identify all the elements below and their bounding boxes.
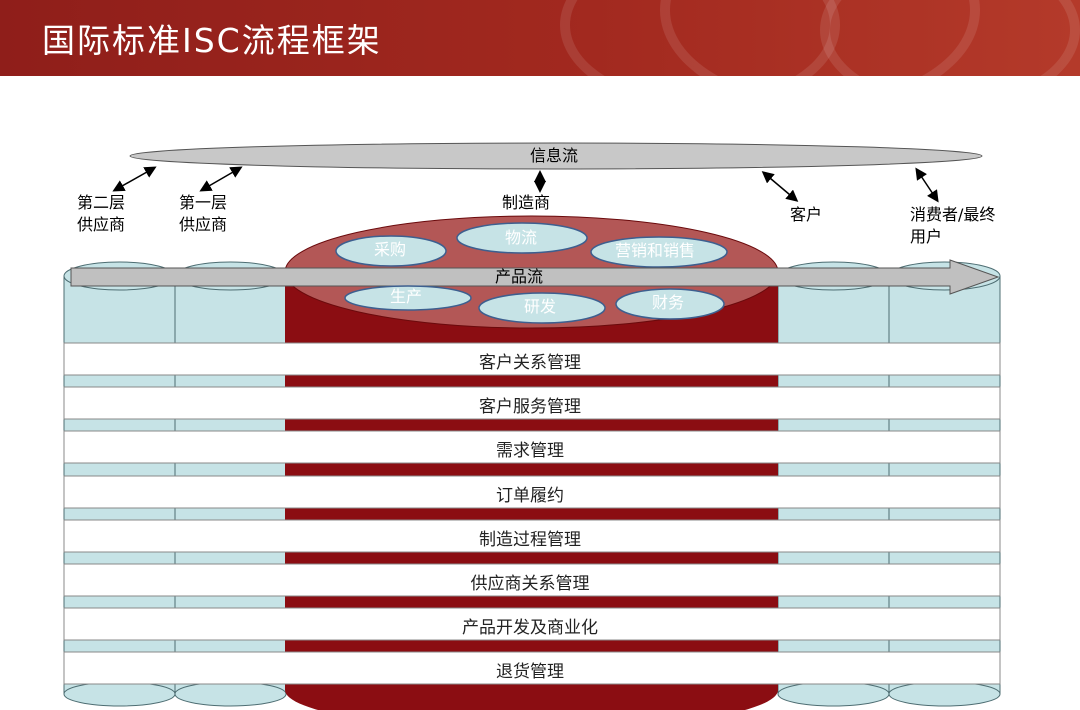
function-ellipses-bottom: [344, 285, 725, 324]
flow-arrows: [112, 166, 939, 203]
process-label: 产品开发及商业化: [462, 618, 598, 637]
function-finance: [615, 288, 725, 320]
process-label: 订单履约: [496, 486, 564, 505]
page-title: 国际标准ISC流程框架: [42, 21, 382, 60]
tier2-supplier-label: 第二层 供应商: [77, 193, 126, 234]
header-banner: 国际标准ISC流程框架: [0, 0, 1080, 76]
end-user-label: 消费者/最终 用户: [910, 205, 996, 246]
customer-label: 客户: [790, 205, 823, 224]
function-ellipses-top: [335, 222, 728, 268]
product-flow-label: 产品流: [495, 267, 544, 286]
function-label-finance: 财务: [652, 295, 685, 312]
info-flow-label: 信息流: [530, 146, 579, 165]
function-label-marketing-sales: 营销和销售: [615, 243, 696, 260]
function-marketing-sales: [590, 236, 728, 268]
process-label: 需求管理: [496, 441, 564, 460]
function-rnd: [478, 292, 606, 324]
process-label: 供应商关系管理: [470, 574, 590, 593]
function-label-procurement: 采购: [374, 242, 407, 259]
function-label-logistics: 物流: [505, 230, 538, 247]
function-logistics: [456, 222, 588, 254]
process-bands: [63, 342, 1001, 685]
process-label: 客户关系管理: [479, 353, 581, 372]
product-flow-arrow: [70, 259, 1000, 295]
tier1-supplier-label: 第一层 供应商: [179, 193, 228, 234]
function-label-production: 生产: [390, 289, 423, 306]
process-label: 制造过程管理: [479, 530, 581, 549]
process-label: 退货管理: [496, 662, 564, 681]
manufacturer-label: 制造商: [502, 193, 551, 212]
function-label-rnd: 研发: [524, 299, 557, 316]
function-production: [344, 285, 472, 311]
process-label: 客户服务管理: [479, 397, 581, 416]
info-flow-ellipse: [129, 142, 983, 170]
function-procurement: [335, 235, 447, 267]
